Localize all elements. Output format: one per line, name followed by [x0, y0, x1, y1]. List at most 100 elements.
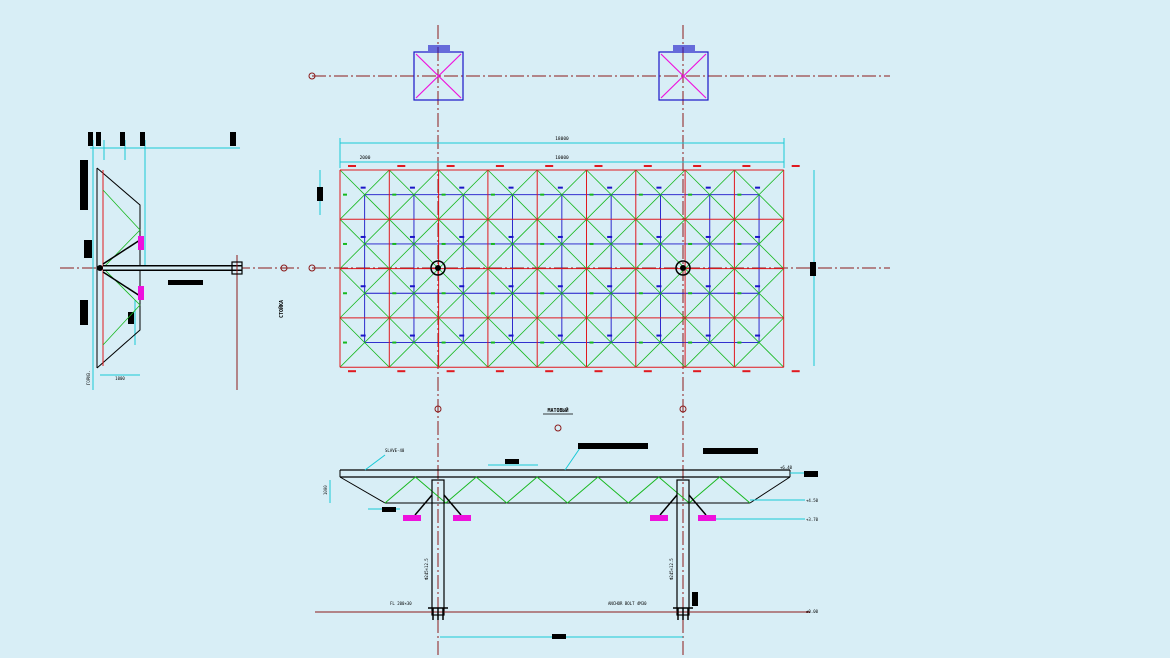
grid-member [635, 317, 686, 368]
side-height-label: ГОРИЗ. [86, 371, 91, 385]
member-tag [705, 186, 711, 189]
dim-overall-label: 18000 [555, 136, 569, 142]
node-tag [545, 165, 554, 167]
base-note-right: ANCHOR BOLT 4M30 [608, 601, 647, 606]
level-top: +6.40 [780, 465, 793, 470]
depth-dim-label: 1000 [323, 485, 328, 495]
level-low: +3.70 [806, 517, 819, 522]
member-tag [540, 193, 545, 196]
node-tag [348, 165, 356, 167]
member-tag [656, 334, 662, 337]
member-tag [755, 334, 761, 337]
base-note-left: FL 200×30 [390, 601, 412, 606]
node-tag [545, 370, 554, 373]
member-tag [392, 242, 397, 245]
base-plate-detail-right[interactable] [658, 45, 709, 101]
grid-member [734, 268, 784, 319]
member-tag [656, 186, 662, 189]
grid-member [684, 268, 735, 319]
elevation-view[interactable] [315, 443, 818, 639]
member-tag [508, 285, 514, 288]
dim-edge-marker [317, 187, 323, 201]
node-tag [791, 370, 800, 373]
member-tag [392, 292, 397, 295]
member-tag [392, 193, 397, 196]
member-tag [755, 186, 761, 189]
member-tag [441, 292, 446, 295]
grid-member [487, 219, 538, 269]
member-tag [656, 285, 662, 288]
member-tag [409, 186, 415, 189]
member-tag [638, 193, 643, 196]
member-tag [343, 341, 347, 344]
grid-member [734, 317, 784, 368]
grid-member [389, 169, 439, 220]
node-tag [397, 165, 406, 167]
member-tag [409, 235, 415, 238]
level-base: ±0.00 [806, 609, 819, 614]
grid-member [536, 169, 587, 220]
member-tag [490, 242, 495, 245]
member-tag [441, 242, 446, 245]
plan-title: МАТОВЫЙ [547, 406, 568, 414]
side-dim-markers [80, 132, 236, 325]
member-tag [360, 235, 366, 238]
axis-lines [60, 25, 890, 658]
member-tag [737, 242, 742, 245]
member-tag [589, 292, 594, 295]
member-tag [343, 242, 347, 245]
side-view[interactable] [80, 132, 243, 390]
grid-member [536, 219, 587, 269]
grid-member [734, 169, 784, 220]
member-tag [508, 334, 514, 337]
member-tag [638, 242, 643, 245]
grid-member [389, 268, 439, 319]
grid-member [684, 317, 735, 368]
member-tag [607, 285, 613, 288]
member-tag [557, 235, 563, 238]
column-node-right[interactable] [675, 260, 691, 276]
axis-bubble [434, 405, 442, 413]
plan-dimensions [319, 138, 815, 366]
grid-member [487, 317, 538, 368]
member-tag [589, 242, 594, 245]
grid-member [536, 268, 587, 319]
member-tag [459, 285, 465, 288]
member-tag [459, 186, 465, 189]
member-tag [656, 235, 662, 238]
member-tag [589, 193, 594, 196]
member-tag [343, 193, 347, 196]
member-tag [755, 285, 761, 288]
axis-bubble [679, 405, 687, 413]
member-tag [392, 341, 397, 344]
member-tag [441, 193, 446, 196]
grid-member [339, 169, 390, 220]
base-plate-detail-left[interactable] [413, 45, 464, 101]
node-tag [643, 165, 652, 167]
grid-member [389, 317, 439, 368]
grid-member [586, 219, 637, 269]
member-tag [705, 334, 711, 337]
member-tag [490, 193, 495, 196]
member-tag [705, 285, 711, 288]
column-node-left[interactable] [430, 260, 446, 276]
node-tag [594, 165, 603, 167]
grid-member [487, 169, 538, 220]
grid-member [339, 219, 390, 269]
node-tag [742, 370, 751, 373]
member-tag [557, 186, 563, 189]
member-tag [441, 341, 446, 344]
member-tag [737, 341, 742, 344]
axis-bubble [308, 72, 316, 80]
member-tag [688, 341, 693, 344]
node-tag [397, 370, 406, 373]
space-frame-plan[interactable] [339, 165, 800, 373]
axis-bubbles [280, 72, 687, 432]
member-tag [409, 334, 415, 337]
member-tag [688, 242, 693, 245]
node-tag [446, 370, 455, 373]
member-tag [490, 292, 495, 295]
node-tag [348, 370, 356, 373]
member-tag [737, 292, 742, 295]
